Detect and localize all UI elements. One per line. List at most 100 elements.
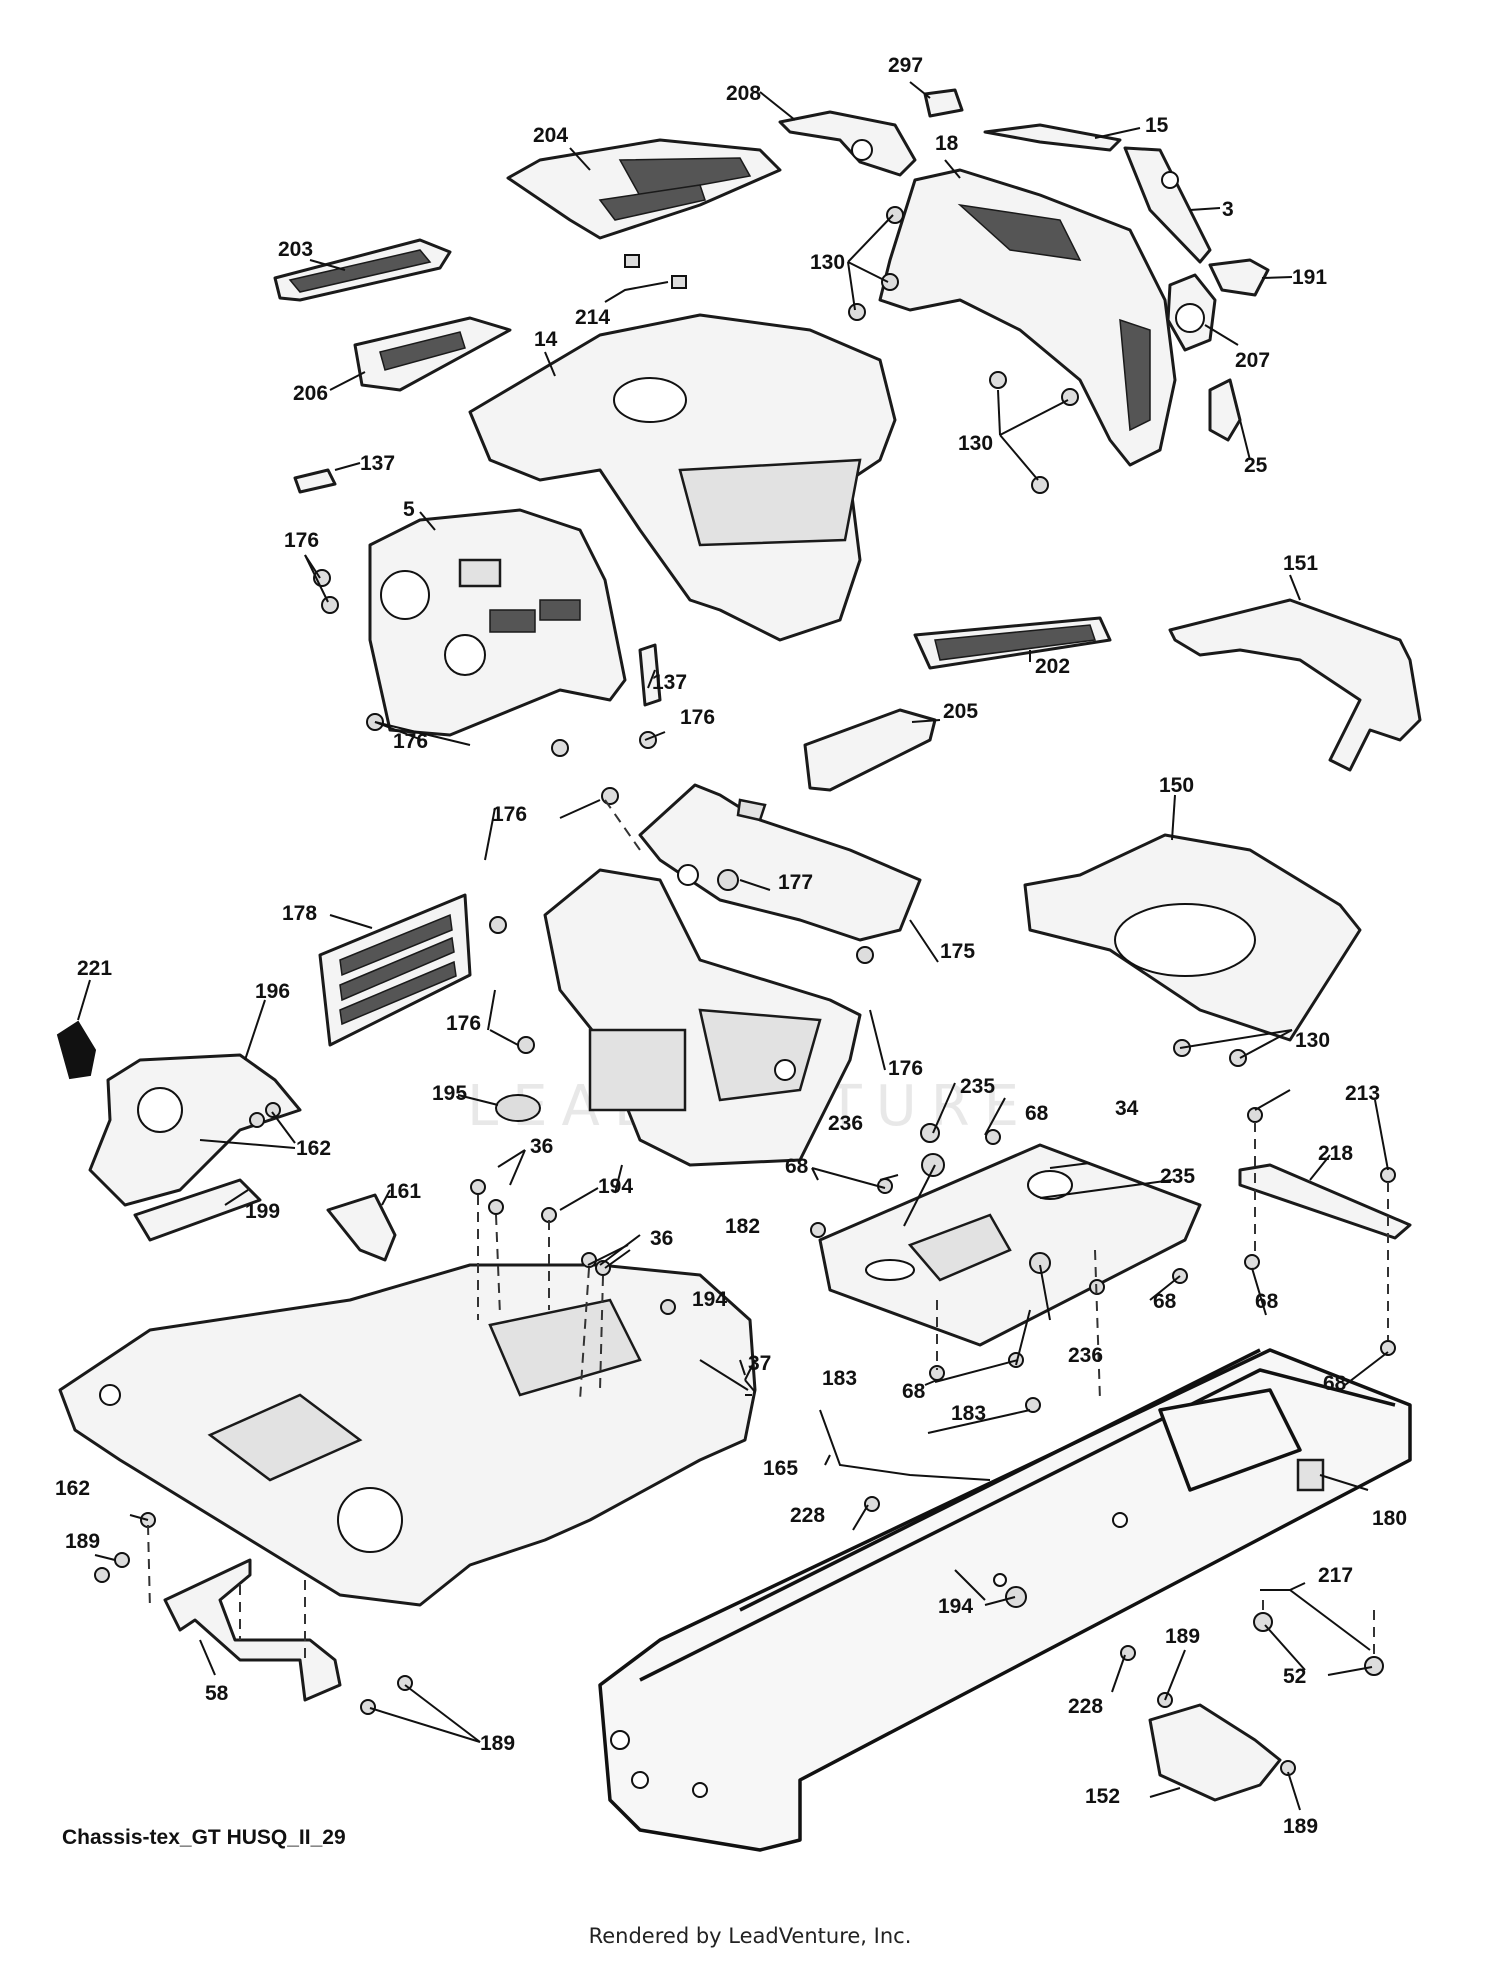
- callout-176-mid-top[interactable]: 176: [492, 803, 527, 826]
- callout-297[interactable]: 297: [888, 54, 923, 77]
- callout-189-far-bottom[interactable]: 189: [1283, 1815, 1318, 1838]
- part-151-bracket: [1168, 598, 1422, 772]
- callout-176-bottom-right[interactable]: 176: [680, 706, 715, 729]
- callout-221[interactable]: 221: [77, 957, 112, 980]
- callout-25[interactable]: 25: [1244, 454, 1268, 477]
- callout-204[interactable]: 204: [533, 124, 568, 147]
- callout-150[interactable]: 150: [1159, 774, 1194, 797]
- callout-213[interactable]: 213: [1345, 1082, 1380, 1105]
- callout-18[interactable]: 18: [935, 132, 959, 155]
- part-196-cowl: [88, 1053, 302, 1207]
- callout-206[interactable]: 206: [293, 382, 328, 405]
- callout-236-upper[interactable]: 236: [828, 1112, 863, 1135]
- callout-68-top[interactable]: 68: [1025, 1102, 1049, 1125]
- callout-137-upper[interactable]: 137: [360, 452, 395, 475]
- callout-218[interactable]: 218: [1318, 1142, 1353, 1165]
- callout-176-bottom-left[interactable]: 176: [393, 730, 428, 753]
- callout-189-right[interactable]: 189: [1165, 1625, 1200, 1648]
- part-165-rod: [819, 1409, 991, 1481]
- part-34-mounting-plate: [818, 1143, 1202, 1347]
- callout-130-top[interactable]: 130: [810, 251, 845, 274]
- callout-130-shroud[interactable]: 130: [1295, 1029, 1330, 1052]
- callout-175[interactable]: 175: [940, 940, 975, 963]
- part-25-piece: [1208, 378, 1242, 442]
- callout-189-bottom[interactable]: 189: [480, 1732, 515, 1755]
- callout-182[interactable]: 182: [725, 1215, 760, 1238]
- callout-176-left[interactable]: 176: [284, 529, 319, 552]
- callout-68-bottom[interactable]: 68: [902, 1380, 926, 1403]
- callout-199[interactable]: 199: [245, 1200, 280, 1223]
- callout-52[interactable]: 52: [1283, 1665, 1306, 1688]
- callout-183-right[interactable]: 183: [951, 1402, 986, 1425]
- part-14-hood: [468, 313, 897, 642]
- callout-228-upper[interactable]: 228: [790, 1504, 825, 1527]
- part-207-lens: [1166, 273, 1217, 352]
- callout-228-lower[interactable]: 228: [1068, 1695, 1103, 1718]
- part-199-plate: [133, 1178, 262, 1242]
- part-175-dash-bracket: [638, 783, 922, 942]
- callout-14[interactable]: 14: [534, 328, 558, 351]
- callout-196[interactable]: 196: [255, 980, 290, 1003]
- callout-37[interactable]: 37: [748, 1352, 771, 1375]
- callout-152[interactable]: 152: [1085, 1785, 1120, 1808]
- part-208-bracket: [778, 110, 917, 177]
- part-214-clips: [624, 254, 687, 289]
- callout-236-lower[interactable]: 236: [1068, 1344, 1103, 1367]
- part-205-trim: [803, 708, 937, 792]
- part-137-bracket-upper: [293, 468, 337, 494]
- callout-130-right[interactable]: 130: [958, 432, 993, 455]
- callout-207[interactable]: 207: [1235, 349, 1270, 372]
- callout-151[interactable]: 151: [1283, 552, 1318, 575]
- callout-161[interactable]: 161: [386, 1180, 421, 1203]
- callout-68-right[interactable]: 68: [1153, 1290, 1177, 1313]
- callout-178[interactable]: 178: [282, 902, 317, 925]
- callout-183-left[interactable]: 183: [822, 1367, 857, 1390]
- callout-217[interactable]: 217: [1318, 1564, 1353, 1587]
- callout-180[interactable]: 180: [1372, 1507, 1407, 1530]
- callout-214[interactable]: 214: [575, 306, 610, 329]
- callout-labels: 297 208 15 18 204 3 191 203 214 130 207 …: [55, 54, 1407, 1838]
- callout-195[interactable]: 195: [432, 1082, 467, 1105]
- part-3-bracket: [1123, 146, 1212, 264]
- callout-203[interactable]: 203: [278, 238, 313, 261]
- callout-177[interactable]: 177: [778, 871, 813, 894]
- part-15-trim: [983, 123, 1122, 152]
- callout-162-lower[interactable]: 162: [55, 1477, 90, 1500]
- callout-194-lower[interactable]: 194: [692, 1288, 727, 1311]
- callout-189-left[interactable]: 189: [65, 1530, 100, 1553]
- callout-68-left[interactable]: 68: [785, 1155, 809, 1178]
- callout-191[interactable]: 191: [1292, 266, 1327, 289]
- callout-235-lower[interactable]: 235: [1160, 1165, 1195, 1188]
- callout-162-upper[interactable]: 162: [296, 1137, 331, 1160]
- callout-58[interactable]: 58: [205, 1682, 229, 1705]
- callout-176-mid-right[interactable]: 176: [888, 1057, 923, 1080]
- callout-235-upper[interactable]: 235: [960, 1075, 995, 1098]
- part-218-bar: [1238, 1163, 1412, 1240]
- callout-194-frame[interactable]: 194: [938, 1595, 973, 1618]
- part-137-bracket-lower: [638, 643, 662, 707]
- callout-36-lower[interactable]: 36: [650, 1227, 673, 1250]
- callout-208[interactable]: 208: [726, 82, 761, 105]
- callout-194-upper[interactable]: 194: [598, 1175, 633, 1198]
- part-152-bracket: [1148, 1703, 1282, 1802]
- leader-lines: [77, 81, 1389, 1811]
- callout-5[interactable]: 5: [403, 498, 415, 521]
- part-195-plug: [495, 1094, 541, 1122]
- callout-202[interactable]: 202: [1035, 655, 1070, 678]
- part-182-console: [543, 868, 862, 1167]
- callout-34[interactable]: 34: [1115, 1097, 1139, 1120]
- callout-137-lower[interactable]: 137: [652, 671, 687, 694]
- part-161-cover: [326, 1193, 397, 1262]
- callout-15[interactable]: 15: [1145, 114, 1169, 137]
- callout-68-bar[interactable]: 68: [1255, 1290, 1279, 1313]
- callout-205[interactable]: 205: [943, 700, 978, 723]
- callout-176-mid-left[interactable]: 176: [446, 1012, 481, 1035]
- part-221-decal: [56, 1020, 97, 1080]
- part-58-bracket: [163, 1558, 342, 1702]
- callout-3[interactable]: 3: [1222, 198, 1234, 221]
- callout-68-far-right[interactable]: 68: [1323, 1372, 1347, 1395]
- callout-165[interactable]: 165: [763, 1457, 798, 1480]
- part-18-front-grille: [878, 168, 1177, 467]
- callout-36-upper[interactable]: 36: [530, 1135, 553, 1158]
